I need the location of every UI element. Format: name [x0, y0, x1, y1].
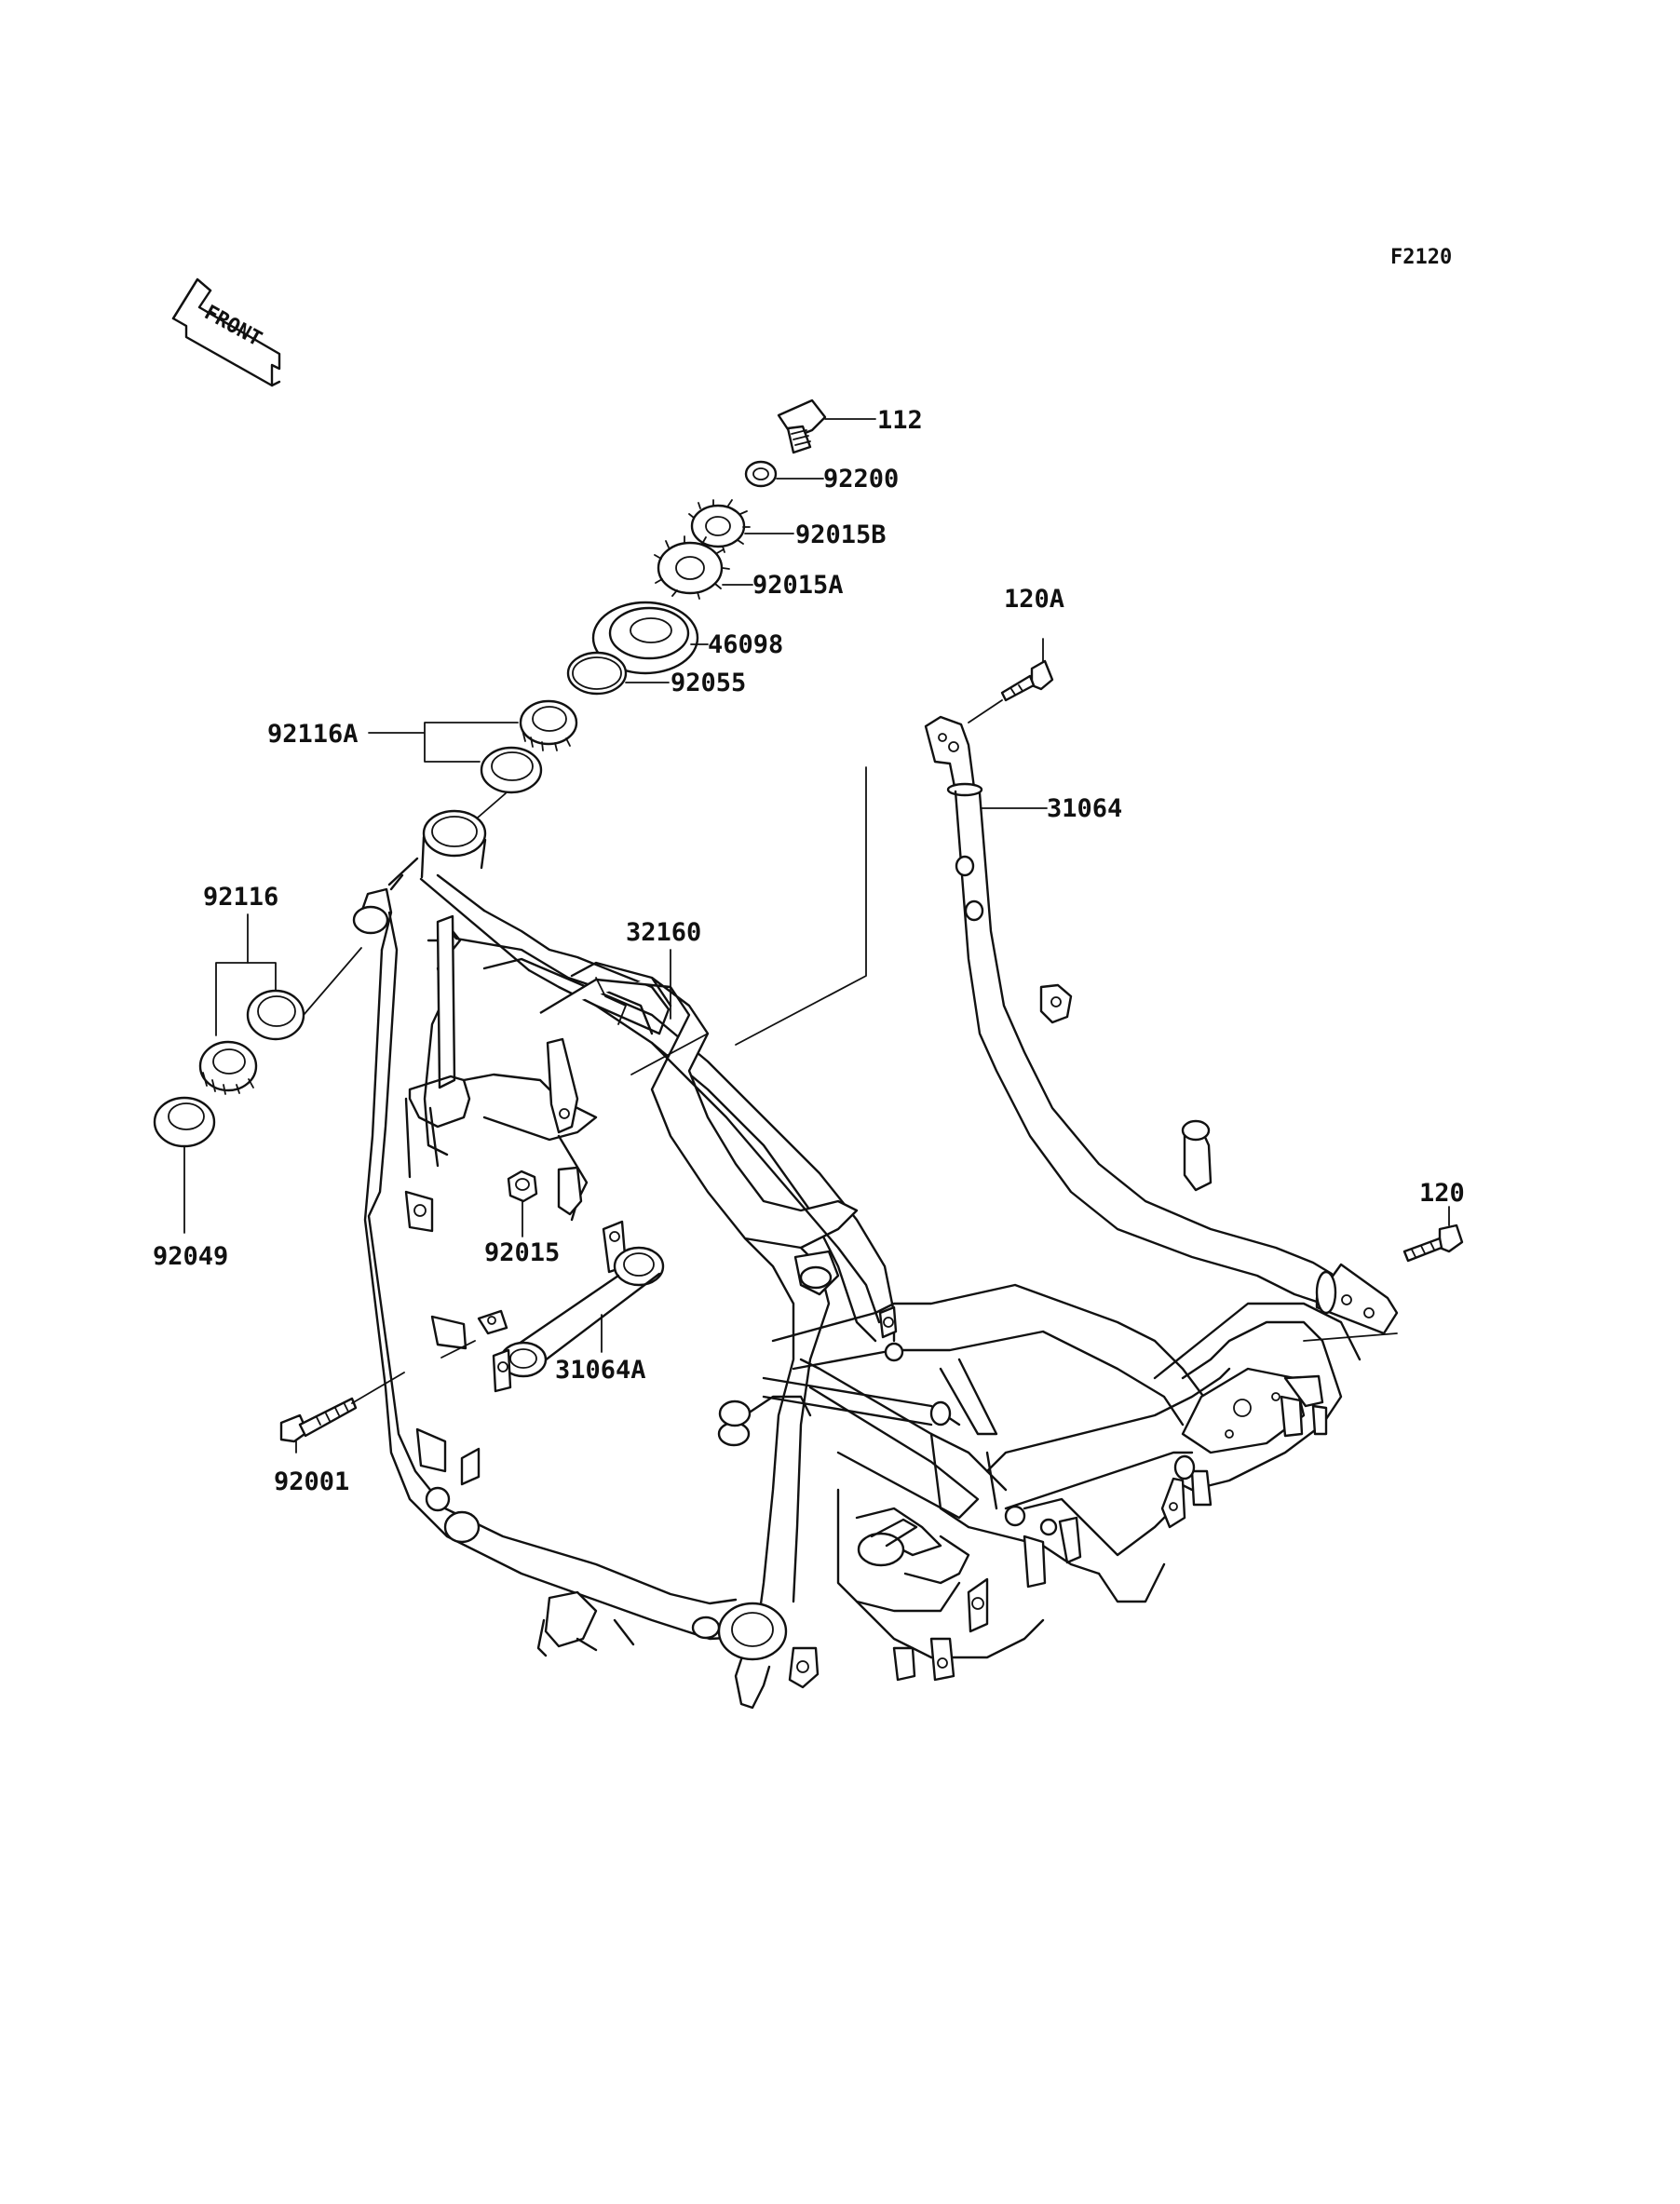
callout-92015: 92015	[484, 1238, 560, 1267]
crossmember-31064A-icon	[477, 1220, 665, 1393]
front-arrow-icon: FRONT	[171, 277, 281, 387]
callout-92200: 92200	[823, 465, 899, 494]
callout-120: 120	[1419, 1179, 1465, 1208]
leader-92116A-to-head	[477, 792, 507, 818]
leader-92116	[215, 962, 277, 1036]
bolt-112-icon	[777, 399, 827, 454]
washer-92200-icon	[744, 460, 778, 488]
figure-code: F2120	[1390, 246, 1452, 269]
bolt-92001-icon	[279, 1397, 358, 1443]
leader-31064-lower	[1303, 1332, 1398, 1342]
callout-92001: 92001	[274, 1467, 349, 1496]
callout-92015B: 92015B	[795, 521, 887, 549]
leader-92116A	[368, 722, 519, 763]
seal-46098-icon	[591, 601, 699, 675]
leader-92001-to-frame	[351, 1372, 405, 1404]
bolt-120-icon	[1402, 1224, 1464, 1263]
callout-92055: 92055	[671, 669, 746, 697]
callout-92116A: 92116A	[267, 720, 359, 749]
callout-120A: 120A	[1004, 585, 1064, 614]
leader-31064A-to-frame	[440, 1340, 476, 1359]
bearing-92116A-icon	[480, 699, 578, 794]
leader-92116-to-neck	[303, 947, 362, 1016]
callout-92015A: 92015A	[752, 571, 844, 600]
oring-92055-icon	[566, 651, 628, 696]
downtube-31064-icon	[924, 715, 1399, 1335]
callout-46098: 46098	[708, 630, 783, 659]
callout-32160: 32160	[626, 918, 701, 947]
bolt-120A-icon	[1000, 659, 1054, 702]
leader-120A-to-tube	[968, 699, 1003, 723]
leader-31064-to-frame	[735, 766, 867, 1046]
callout-31064: 31064	[1047, 794, 1122, 823]
callout-112: 112	[877, 406, 923, 435]
callout-31064A: 31064A	[555, 1356, 646, 1385]
callout-92049: 92049	[153, 1242, 228, 1271]
leader-32160-b	[630, 1033, 709, 1075]
seal-92049-icon	[153, 1096, 216, 1148]
nut-92015A-icon	[654, 535, 730, 600]
main-frame-32160-icon	[352, 809, 1362, 1710]
nut-92015-icon	[507, 1170, 538, 1203]
callout-92116: 92116	[203, 883, 278, 912]
